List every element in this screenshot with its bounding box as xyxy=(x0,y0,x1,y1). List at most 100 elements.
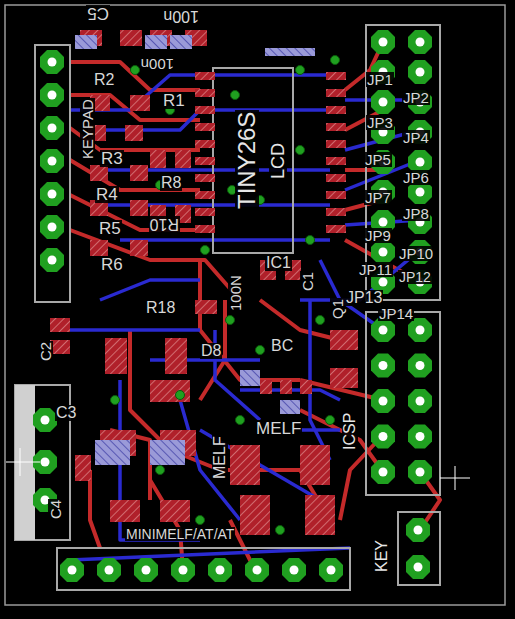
through-hole-pad xyxy=(40,248,64,272)
silkscreen-label: JP9 xyxy=(364,228,392,243)
via xyxy=(196,516,205,525)
silkscreen-label: MINIMELF/AT/AT xyxy=(125,527,235,541)
through-hole-pad xyxy=(371,460,395,484)
bottom-smd-pad xyxy=(280,400,300,414)
via xyxy=(276,526,285,535)
smd-pad xyxy=(120,30,142,46)
silkscreen-label: 100N xyxy=(228,274,243,312)
through-hole-pad xyxy=(134,558,158,582)
silkscreen-label: JP10 xyxy=(398,246,434,261)
top-trace xyxy=(90,470,100,548)
silkscreen-label: D8 xyxy=(200,343,222,359)
through-hole-pad xyxy=(371,389,395,413)
smd-pad xyxy=(326,140,346,148)
smd-pad xyxy=(75,455,91,481)
smd-pad xyxy=(326,123,346,131)
smd-pad xyxy=(90,165,108,181)
smd-pad xyxy=(195,191,215,199)
via xyxy=(296,66,305,75)
silkscreen-label: R5 xyxy=(98,220,122,237)
silkscreen-label: JP11 xyxy=(358,262,393,277)
smd-pad xyxy=(330,330,358,350)
smd-pad xyxy=(326,72,346,80)
smd-pad xyxy=(326,157,346,165)
smd-pad xyxy=(195,123,215,131)
via xyxy=(201,246,210,255)
smd-pad xyxy=(110,500,140,522)
smd-pad xyxy=(125,125,143,141)
silkscreen-label: BC xyxy=(270,338,294,354)
silkscreen-label: MELF xyxy=(212,435,228,480)
silkscreen-label: R2 xyxy=(93,72,115,88)
smd-pad xyxy=(326,89,346,97)
footprint-outline xyxy=(213,68,293,253)
key-header: KEY xyxy=(398,512,440,585)
via xyxy=(111,396,120,405)
smd-pad xyxy=(195,89,215,97)
icsp-header: ICSP xyxy=(366,312,440,495)
ic-package: TINY26SLCD xyxy=(213,68,293,253)
through-hole-pad xyxy=(371,30,395,54)
silkscreen-label: KEYPAD xyxy=(80,98,95,160)
top-trace xyxy=(260,300,340,340)
silkscreen-label: C4 xyxy=(48,499,63,520)
via xyxy=(331,56,340,65)
node-text: TINY26S xyxy=(235,110,259,211)
smd-pad xyxy=(305,495,335,535)
through-hole-pad xyxy=(245,558,269,582)
smd-pad xyxy=(300,380,312,394)
smd-pad xyxy=(195,208,215,216)
smd-pad xyxy=(150,380,190,402)
through-hole-pad xyxy=(208,558,232,582)
through-hole-pad xyxy=(33,408,57,432)
smd-pad xyxy=(326,106,346,114)
smd-pad xyxy=(50,340,70,354)
bottom-smd-pad xyxy=(145,35,167,49)
through-hole-pad xyxy=(408,354,432,378)
smd-pad xyxy=(195,174,215,182)
smd-pad xyxy=(326,225,346,233)
via xyxy=(306,236,315,245)
bottom-smd-pad xyxy=(265,48,315,56)
smd-pad xyxy=(90,240,108,256)
smd-pad xyxy=(280,380,292,394)
smd-pad xyxy=(326,174,346,182)
through-hole-pad xyxy=(408,318,432,342)
smd-pad xyxy=(195,225,215,233)
silkscreen-label: MELF xyxy=(255,420,302,437)
silkscreen-label: JP3 xyxy=(366,115,394,130)
bottom-smd-pad xyxy=(95,440,130,465)
silkscreen-label: 100n xyxy=(162,8,200,24)
silkscreen-label: JP7 xyxy=(364,190,392,205)
bottom-trace xyxy=(100,280,200,300)
footprint-outline xyxy=(398,512,440,585)
bottom-trace xyxy=(300,428,340,432)
through-hole-pad xyxy=(408,30,432,54)
through-hole-pad xyxy=(406,555,430,579)
smd-pad xyxy=(50,318,70,332)
smd-pad xyxy=(130,95,150,111)
bottom-trace xyxy=(60,328,200,332)
smd-pad xyxy=(130,165,148,181)
through-hole-pad xyxy=(371,354,395,378)
smd-pad xyxy=(195,106,215,114)
via xyxy=(236,416,245,425)
smd-pad xyxy=(330,368,358,388)
through-hole-pad xyxy=(171,558,195,582)
through-hole-pad xyxy=(282,558,306,582)
smd-pad xyxy=(326,191,346,199)
silkscreen-label: JP6 xyxy=(402,170,430,185)
smd-pad xyxy=(240,495,270,535)
via xyxy=(316,316,325,325)
through-hole-pad xyxy=(371,240,395,264)
silkscreen-label: 100n xyxy=(140,57,175,72)
via xyxy=(231,91,240,100)
silkscreen-label: JP1 xyxy=(366,72,394,87)
smd-pad xyxy=(326,208,346,216)
silkscreen-label: R3 xyxy=(100,150,124,167)
bottom-smd-pad xyxy=(170,35,192,49)
silkscreen-label: JP2 xyxy=(402,90,430,105)
copper-traces xyxy=(60,42,440,570)
smd-pad xyxy=(130,200,148,216)
